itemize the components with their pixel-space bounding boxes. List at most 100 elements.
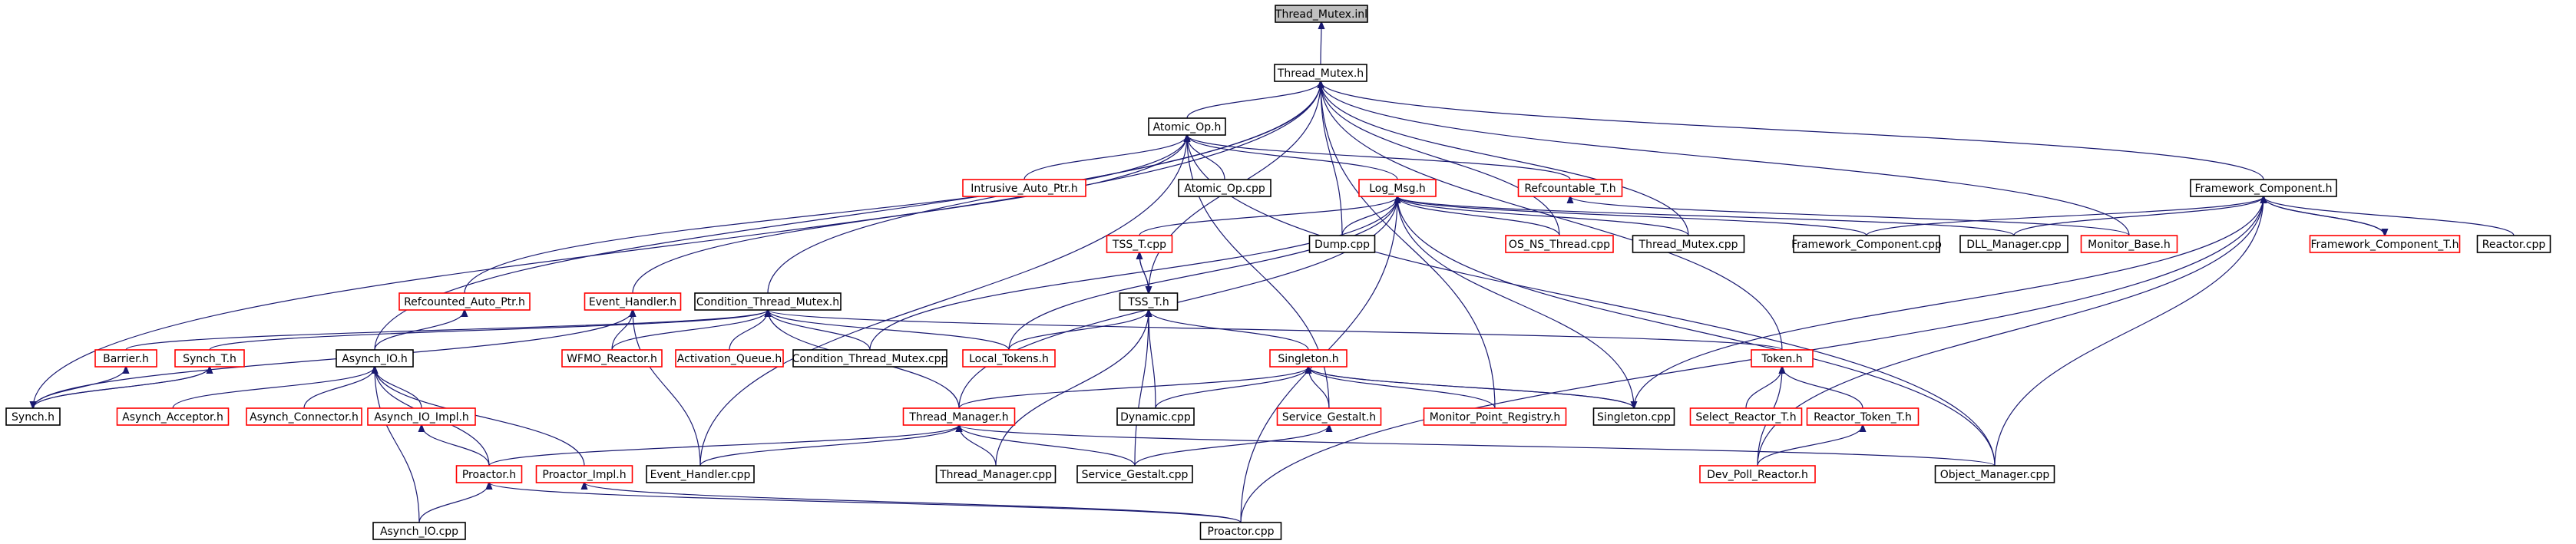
node-select-reactor-t-h[interactable]: Select_Reactor_T.h [1689,407,1803,426]
node-thread-mutex-cpp[interactable]: Thread_Mutex.cpp [1632,235,1745,253]
node-framework-component-t-h[interactable]: Framework_Component_T.h [2309,235,2461,253]
node-intrusive-auto-ptr-h[interactable]: Intrusive_Auto_Ptr.h [962,179,1086,197]
node-asynch-connector-h[interactable]: Asynch_Connector.h [246,407,362,426]
node-monitor-point-registry-h[interactable]: Monitor_Point_Registry.h [1423,407,1567,426]
node-box[interactable] [1632,235,1745,253]
node-box[interactable] [1793,235,1940,253]
node-service-gestalt-cpp[interactable]: Service_Gestalt.cpp [1076,465,1193,483]
node-thread-manager-h[interactable]: Thread_Manager.h [902,407,1016,426]
node-reactor-token-t-h[interactable]: Reactor_Token_T.h [1806,407,1920,426]
node-condition-thread-mutex-h[interactable]: Condition_Thread_Mutex.h [694,292,842,311]
node-synch-t-h[interactable]: Synch_T.h [174,349,245,368]
node-atomic-op-h[interactable]: Atomic_Op.h [1148,117,1226,136]
node-box[interactable] [2080,235,2178,253]
node-tss-t-h[interactable]: TSS_T.h [1119,292,1179,311]
node-box[interactable] [1699,465,1816,483]
node-box[interactable] [935,465,1057,483]
node-dump-cpp[interactable]: Dump.cpp [1308,235,1376,253]
node-box[interactable] [962,179,1086,197]
node-box[interactable] [5,407,61,426]
node-thread-mutex-inl[interactable]: Thread_Mutex.inl [1275,5,1368,23]
node-box[interactable] [1751,349,1814,368]
node-os-ns-thread-cpp[interactable]: OS_NS_Thread.cpp [1505,235,1614,253]
node-box[interactable] [1689,407,1803,426]
node-singleton-h[interactable]: Singleton.h [1269,349,1348,368]
node-box[interactable] [962,349,1056,368]
node-event-handler-cpp[interactable]: Event_Handler.cpp [646,465,755,483]
node-refcounted-auto-ptr-h[interactable]: Refcounted_Auto_Ptr.h [398,292,531,311]
node-box[interactable] [1806,407,1920,426]
node-asynch-io-impl-h[interactable]: Asynch_IO_Impl.h [367,407,476,426]
node-log-msg-h[interactable]: Log_Msg.h [1358,179,1437,197]
node-dll-manager-cpp[interactable]: DLL_Manager.cpp [1959,235,2068,253]
node-box[interactable] [398,292,531,311]
node-asynch-io-cpp[interactable]: Asynch_IO.cpp [372,522,466,540]
node-box[interactable] [646,465,755,483]
node-framework-component-cpp[interactable]: Framework_Component.cpp [1791,235,1942,253]
node-wfmo-reactor-h[interactable]: WFMO_Reactor.h [561,349,663,368]
node-box[interactable] [1119,292,1179,311]
node-box[interactable] [1358,179,1437,197]
node-box[interactable] [336,349,414,368]
node-monitor-base-h[interactable]: Monitor_Base.h [2080,235,2178,253]
node-proactor-h[interactable]: Proactor.h [455,465,523,483]
node-box[interactable] [535,465,633,483]
node-singleton-cpp[interactable]: Singleton.cpp [1592,407,1675,426]
node-box[interactable] [1274,64,1367,82]
node-refcountable-t-h[interactable]: Refcountable_T.h [1517,179,1623,197]
node-synch-h[interactable]: Synch.h [5,407,61,426]
node-box[interactable] [1934,465,2055,483]
node-box[interactable] [1276,407,1382,426]
node-box[interactable] [584,292,682,311]
node-reactor-cpp[interactable]: Reactor.cpp [2476,235,2551,253]
node-proactor-impl-h[interactable]: Proactor_Impl.h [535,465,633,483]
node-box[interactable] [694,292,842,311]
node-thread-manager-cpp[interactable]: Thread_Manager.cpp [935,465,1057,483]
node-activation-queue-h[interactable]: Activation_Queue.h [675,349,784,368]
node-box[interactable] [246,407,362,426]
node-box[interactable] [2309,235,2461,253]
node-box[interactable] [455,465,523,483]
node-box[interactable] [1076,465,1193,483]
node-box[interactable] [902,407,1016,426]
node-box[interactable] [2190,179,2337,197]
node-box[interactable] [1148,117,1226,136]
node-service-gestalt-h[interactable]: Service_Gestalt.h [1276,407,1382,426]
node-box[interactable] [1199,522,1282,540]
node-box[interactable] [1959,235,2068,253]
node-asynch-acceptor-h[interactable]: Asynch_Acceptor.h [116,407,230,426]
node-box[interactable] [1423,407,1567,426]
node-box[interactable] [1269,349,1348,368]
node-condition-thread-mutex-cpp[interactable]: Condition_Thread_Mutex.cpp [792,349,948,368]
node-barrier-h[interactable]: Barrier.h [94,349,157,368]
node-dynamic-cpp[interactable]: Dynamic.cpp [1116,407,1195,426]
node-token-h[interactable]: Token.h [1751,349,1814,368]
node-box[interactable] [1275,5,1368,23]
node-box[interactable] [94,349,157,368]
node-thread-mutex-h[interactable]: Thread_Mutex.h [1274,64,1367,82]
node-tss-t-cpp[interactable]: TSS_T.cpp [1106,235,1173,253]
node-box[interactable] [2476,235,2551,253]
node-box[interactable] [372,522,466,540]
node-box[interactable] [792,349,947,368]
node-box[interactable] [561,349,663,368]
node-atomic-op-cpp[interactable]: Atomic_Op.cpp [1178,179,1271,197]
node-asynch-io-h[interactable]: Asynch_IO.h [336,349,414,368]
node-box[interactable] [675,349,784,368]
node-event-handler-h[interactable]: Event_Handler.h [584,292,682,311]
node-framework-component-h[interactable]: Framework_Component.h [2190,179,2337,197]
node-box[interactable] [1308,235,1376,253]
node-box[interactable] [1106,235,1173,253]
node-local-tokens-h[interactable]: Local_Tokens.h [962,349,1056,368]
node-dev-poll-reactor-h[interactable]: Dev_Poll_Reactor.h [1699,465,1816,483]
node-box[interactable] [1116,407,1195,426]
node-object-manager-cpp[interactable]: Object_Manager.cpp [1934,465,2055,483]
node-box[interactable] [1178,179,1271,197]
node-box[interactable] [1592,407,1675,426]
node-box[interactable] [116,407,230,426]
node-box[interactable] [1505,235,1614,253]
node-box[interactable] [174,349,245,368]
node-box[interactable] [1517,179,1623,197]
node-box[interactable] [367,407,476,426]
node-proactor-cpp[interactable]: Proactor.cpp [1199,522,1282,540]
